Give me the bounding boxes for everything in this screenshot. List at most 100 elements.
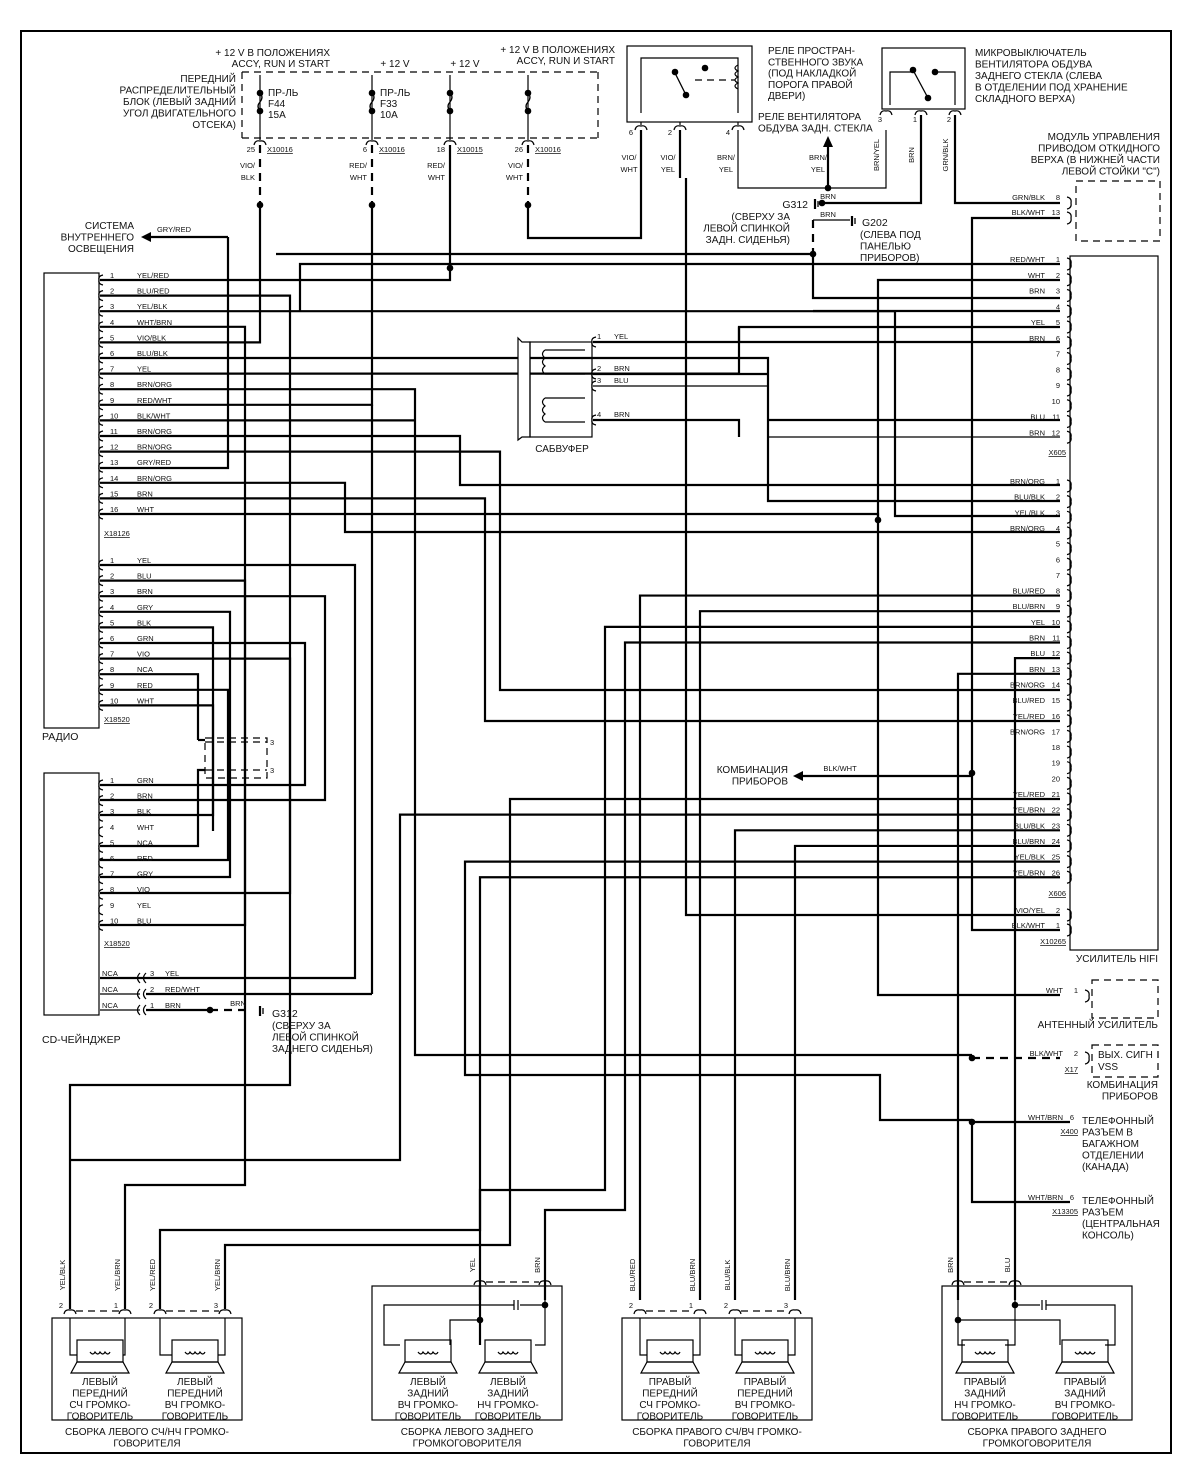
pin-number: 1 [689,1301,693,1310]
ground-location: ЗАДН. СИДЕНЬЯ) [706,235,790,246]
connector-pin-icon [1008,1280,1022,1286]
connector-pin-icon [1066,620,1072,634]
pin-number: 2 [149,1301,153,1310]
connector-pin-icon [98,399,104,411]
wire-color: YEL [661,165,675,174]
wire [526,130,643,240]
connector-id: X605 [1048,448,1066,457]
connector-pin-icon [1066,510,1072,524]
wire [100,497,1060,723]
ground-location: ЛЕВОЙ СПИНКОЙ [703,222,790,235]
connector-pin-icon [98,841,104,853]
connector-pin-icon [365,140,379,146]
wire-color: BRN/ [717,153,736,162]
wire-color: RED/ [427,161,446,170]
inline-connector-icon [136,972,147,984]
wire [956,672,1060,1300]
pin-number: 6 [110,349,114,358]
connector-pin-icon [538,1280,552,1286]
pin-number: 3 [1056,287,1060,296]
wire-color: BLK/WHT [137,411,171,420]
assembly-box [941,1285,1133,1421]
pin-number: 6 [110,854,114,863]
connector-pin-icon [98,873,104,885]
splice-dot [874,516,882,524]
pin-number: 2 [1056,906,1060,915]
ground-id: G312 [782,199,808,211]
wire-color: BLU/BLK [723,1260,732,1291]
wire [734,1318,742,1356]
pin-number: 2 [110,572,114,581]
capacitor-icon [513,1300,519,1310]
pin-number: 1 [150,1001,154,1010]
inline-connector-icon [136,988,147,1000]
pin-number: 3 [270,766,274,775]
connector-pin-icon [98,699,104,711]
connector-pin-icon [1066,320,1072,334]
connector-pin-icon [731,125,745,131]
pin-number: 3 [1056,508,1060,517]
speaker-coil-icon [417,1350,439,1355]
vss-label: ВЫХ. СИГН [1098,1050,1153,1061]
wire-color: YEL [137,901,151,910]
connector-pin-icon [98,305,104,317]
pin-number: 12 [1052,649,1060,658]
wire [100,268,452,282]
relay-switch-icon [674,72,687,96]
speaker-cone-icon [397,1361,459,1374]
wire-color: YEL [468,1258,477,1272]
voice-coil-icon [541,397,585,423]
wire-color: BLU/BRN [1012,837,1045,846]
pin-number: 1 [1074,986,1078,995]
splice-dot [968,769,976,777]
pin-number: 13 [1052,665,1060,674]
switch-frame [935,71,956,105]
wire [218,1318,226,1356]
pin-number: 8 [1056,587,1060,596]
pin-number: 8 [1056,193,1060,202]
splice-dot [476,1316,484,1324]
connector-pin-icon [1066,526,1072,540]
connector-pin-icon [1066,870,1072,884]
speaker-coil-icon [659,1350,681,1355]
wire-color: YEL [1031,318,1045,327]
pin-number: 6 [629,128,633,137]
wire [100,434,1060,487]
phone-trunk-label: (КАНАДА) [1082,1162,1129,1173]
connector-pin-icon [98,383,104,395]
pin-number: 8 [110,885,114,894]
speaker-label: СЧ ГРОМКО- [69,1400,130,1411]
pin-number: 9 [1056,381,1060,390]
wire-color: VIO/ [508,161,524,170]
cd-changer-body [43,772,100,1016]
subwoofer-cone [517,336,531,442]
connector-pin-icon [98,779,104,791]
microswitch-label: СКЛАДНОГО ВЕРХА) [975,94,1075,105]
voice-coil-icon [541,349,585,375]
connector-pin-icon [98,446,104,458]
wire-color: BRN [1029,634,1045,643]
wire [811,254,1060,300]
speaker-magnet [961,1339,1009,1363]
pin-number: 12 [1052,428,1060,437]
pin-number: 10 [1052,618,1060,627]
connector-pin-icon [1066,573,1072,587]
arrow-up-icon [823,136,833,147]
pin-number: 6 [1070,1113,1074,1122]
fuse-block-label: УГОЛ ДВИГАТЕЛЬНОГО [123,109,236,120]
phone-console-label: (ЦЕНТРАЛЬНАЯ [1082,1219,1160,1230]
wire-color: GRN/BLK [1012,193,1045,202]
pin-number: 21 [1052,790,1060,799]
assembly-box [371,1285,563,1421]
top-module-label: ПРИВОДОМ ОТКИДНОГО [1038,144,1160,155]
connector-id: X400 [1060,1127,1078,1136]
wire-color: BLU [614,376,629,385]
wire [100,310,1060,518]
speaker-label: ГОВОРИТЕЛЬ [395,1412,462,1423]
connector-pin-icon [1066,351,1072,366]
wire [100,512,1060,997]
speaker-magnet [76,1339,124,1363]
pin-number: 16 [110,505,118,514]
capacitor-icon [1041,1300,1047,1310]
